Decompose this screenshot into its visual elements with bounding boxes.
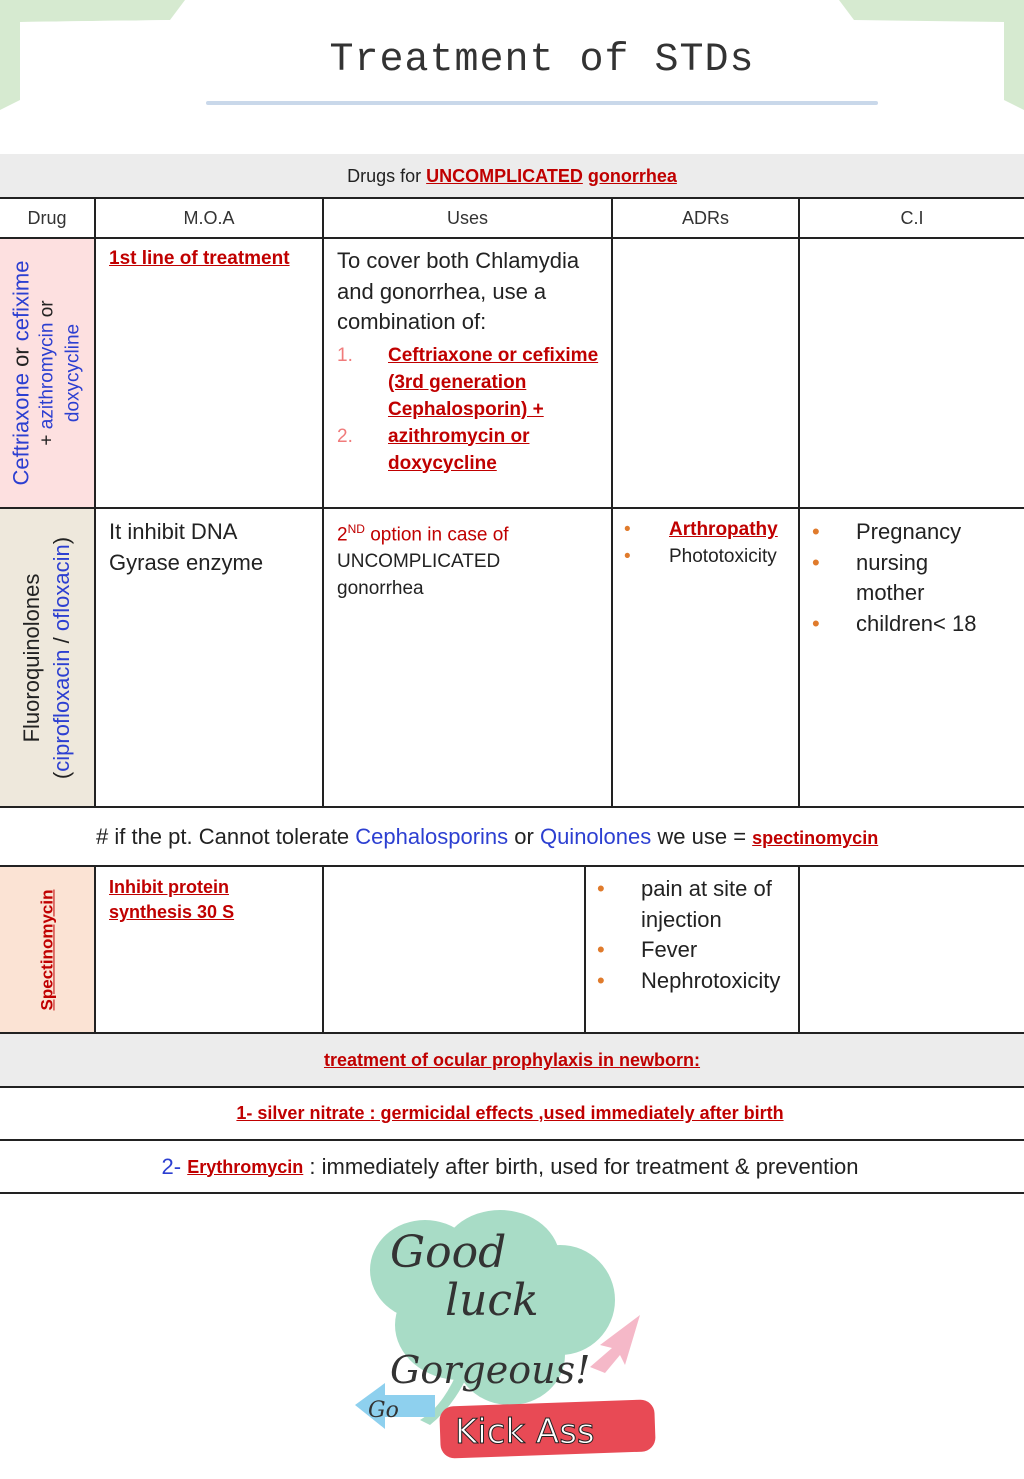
rule	[0, 1032, 1024, 1034]
rule	[584, 865, 586, 1034]
header-ci: C.I	[900, 207, 924, 228]
sticker-go: Go	[368, 1398, 399, 1423]
sticker-kick-ass: Kick Ass	[455, 1412, 595, 1452]
list-item: •Phototoxicity	[624, 546, 777, 567]
sticker-gorgeous: Gorgeous!	[390, 1348, 590, 1392]
rule	[0, 806, 1024, 808]
rule	[94, 865, 96, 1034]
good-luck-sticker: Good luck Gorgeous! Go Kick Ass	[355, 1210, 656, 1459]
row2-uses: 2ND option in case of UNCOMPLICATED gono…	[337, 522, 509, 600]
rule	[0, 197, 1024, 199]
clover-icon	[370, 1210, 615, 1425]
header-uses: Uses	[446, 207, 488, 228]
rule	[611, 197, 613, 808]
ocular-item-silver-nitrate: 1- silver nitrate : germicidal effects ,…	[236, 1103, 784, 1123]
list-item: •Nephrotoxicity	[597, 967, 781, 993]
sticker-luck: luck	[445, 1275, 539, 1326]
section-title-band	[0, 154, 1024, 198]
list-item: •pain at site of injection	[597, 876, 772, 932]
list-item: •Pregnancy	[812, 519, 962, 544]
row2-adrs: •Arthropathy •Phototoxicity	[624, 516, 794, 570]
list-item: •children< 18	[812, 610, 977, 636]
list-item: •Fever	[597, 937, 698, 962]
row1-drug-bg	[0, 239, 95, 508]
spectinomycin-note: # if the pt. Cannot tolerate Cephalospor…	[96, 824, 879, 849]
rule	[0, 1192, 1024, 1194]
row1-moa: 1st line of treatment	[109, 248, 290, 269]
corner-decoration-left	[0, 0, 185, 110]
list-item: 2. azithromycin or doxycycline	[337, 425, 530, 474]
ocular-item-erythromycin: 2- Erythromycin : immediately after birt…	[161, 1154, 859, 1179]
blue-arrow-icon	[355, 1383, 435, 1429]
rule	[0, 1139, 1024, 1141]
ocular-heading: treatment of ocular prophylaxis in newbo…	[323, 1050, 701, 1070]
row3-drug-name: Spectinomycin	[37, 889, 57, 1010]
row3-moa: Inhibit protein synthesis 30 S	[109, 877, 235, 922]
list-item: •Arthropathy	[624, 519, 778, 540]
section-title-highlight-uncomplicated: UNCOMPLICATED	[426, 165, 583, 186]
row2-moa: It inhibit DNA Gyrase enzyme	[109, 519, 264, 575]
ocular-heading-band	[0, 1034, 1024, 1087]
row2-drug-bg	[0, 509, 95, 807]
corner-decoration-right	[839, 0, 1024, 110]
row1-uses-intro: To cover both Chlamydia and gonorrhea, u…	[337, 248, 580, 334]
row3-drug-bg	[0, 867, 95, 1033]
page-title: Treatment of STDs	[329, 38, 755, 83]
section-title-prefix: Drugs for	[347, 165, 427, 186]
rule	[0, 1086, 1024, 1088]
header-moa: M.O.A	[183, 207, 235, 228]
row1-uses: To cover both Chlamydia and gonorrhea, u…	[337, 246, 605, 477]
rule	[798, 865, 800, 1034]
list-item: 1. Ceftriaxone or cefixime (3rd generati…	[337, 344, 599, 420]
row2-drug-name: Fluoroquinolones (ciprofloxacin / ofloxa…	[19, 536, 74, 779]
rule	[322, 197, 324, 808]
row1-drug-name: Ceftriaxone or cefixime + azithromycin o…	[8, 260, 83, 486]
row3-adrs: •pain at site of injection •Fever •Nephr…	[597, 874, 795, 996]
kick-ass-banner	[439, 1399, 656, 1459]
header-adrs: ADRs	[681, 207, 729, 228]
list-item: •nursing mother	[812, 549, 929, 606]
row2-ci: •Pregnancy •nursing mother •children< 18	[812, 517, 1017, 639]
combination-list: 1. Ceftriaxone or cefixime (3rd generati…	[337, 342, 605, 477]
rule	[0, 237, 1024, 239]
rule	[0, 507, 1024, 509]
rule	[94, 197, 96, 808]
title-underline	[206, 101, 878, 105]
rule	[798, 197, 800, 808]
header-drug: Drug	[27, 207, 67, 228]
rule	[322, 865, 324, 1034]
section-title: Drugs for UNCOMPLICATED gonorrhea	[0, 154, 1024, 198]
pink-arrow-icon	[590, 1315, 640, 1373]
section-title-highlight-gonorrhea: gonorrhea	[587, 165, 677, 186]
sticker-good: Good	[390, 1227, 506, 1278]
rule	[0, 865, 1024, 867]
